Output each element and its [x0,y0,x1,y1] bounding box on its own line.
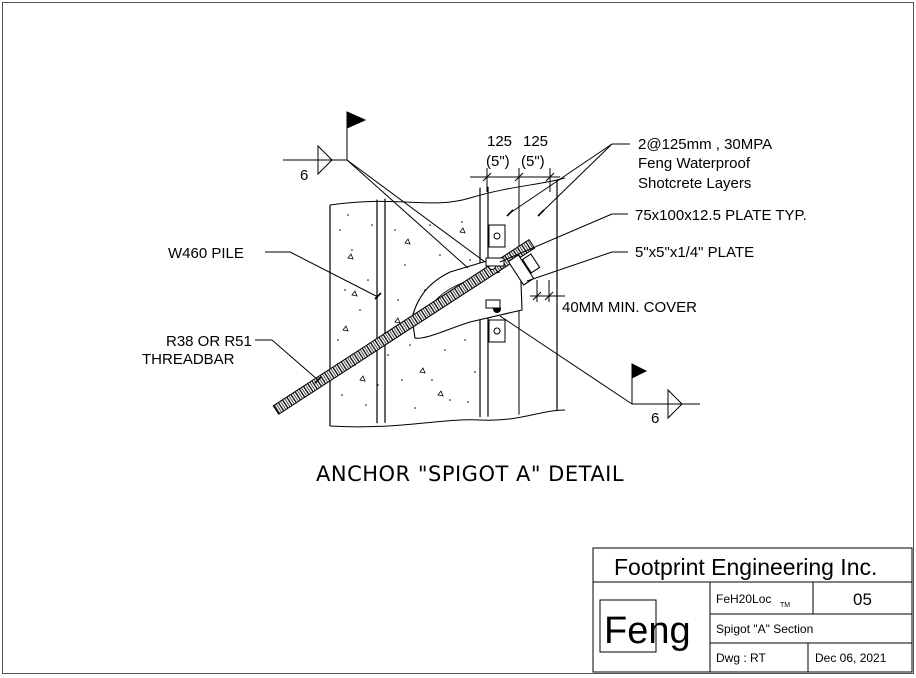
drawing-date: Dec 06, 2021 [815,651,887,665]
dimension-lines [470,168,560,192]
drawn-by: Dwg : RT [716,651,766,665]
dim-left-value: 125 [487,133,512,150]
weld-left-size: 6 [300,167,308,184]
dim-right-value: 125 [523,133,548,150]
bearing-plate [507,253,541,286]
leader-ticks [314,209,545,384]
logo-box [599,599,657,653]
label-shotcrete-2: Feng Waterproof [638,155,751,172]
project-code: FeH20Loc [716,592,771,606]
title-block [592,547,913,673]
weld-symbol-right [499,315,700,420]
dim-left-imperial: (5") [486,153,510,170]
plate-75x100 [485,257,505,267]
sheet-title: Spigot "A" Section [716,622,813,636]
label-plate-small: 5"x5"x1/4" PLATE [635,244,754,261]
leader-lines [255,143,630,381]
bottom-break-line [329,409,566,428]
top-break-line [329,177,566,206]
sheet-number: 05 [853,590,872,609]
label-threadbar-2: THREADBAR [142,351,235,368]
weld-symbol-left [283,111,486,269]
threadbar [272,239,536,415]
detail-title: ANCHOR "SPIGOT A" DETAIL [316,462,624,486]
label-plate-large: 75x100x12.5 PLATE TYP. [635,207,807,224]
label-shotcrete-3: Shotcrete Layers [638,175,751,192]
anchor-pocket [411,254,523,339]
label-shotcrete-1: 2@125mm , 30MPA [638,136,772,153]
cover-dimension [530,280,565,302]
label-cover: 40MM MIN. COVER [562,299,697,316]
pile-section [272,177,566,428]
plate-lower-stub [485,299,501,309]
label-threadbar-1: R38 OR R51 [166,333,252,350]
weld-right-size: 6 [651,410,659,427]
trademark: TM [780,602,790,609]
plate-upper [488,224,506,343]
company-name: Footprint Engineering Inc. [614,554,877,580]
label-pile: W460 PILE [168,245,244,262]
dim-right-imperial: (5") [521,153,545,170]
logo-text: Feng [604,610,691,652]
